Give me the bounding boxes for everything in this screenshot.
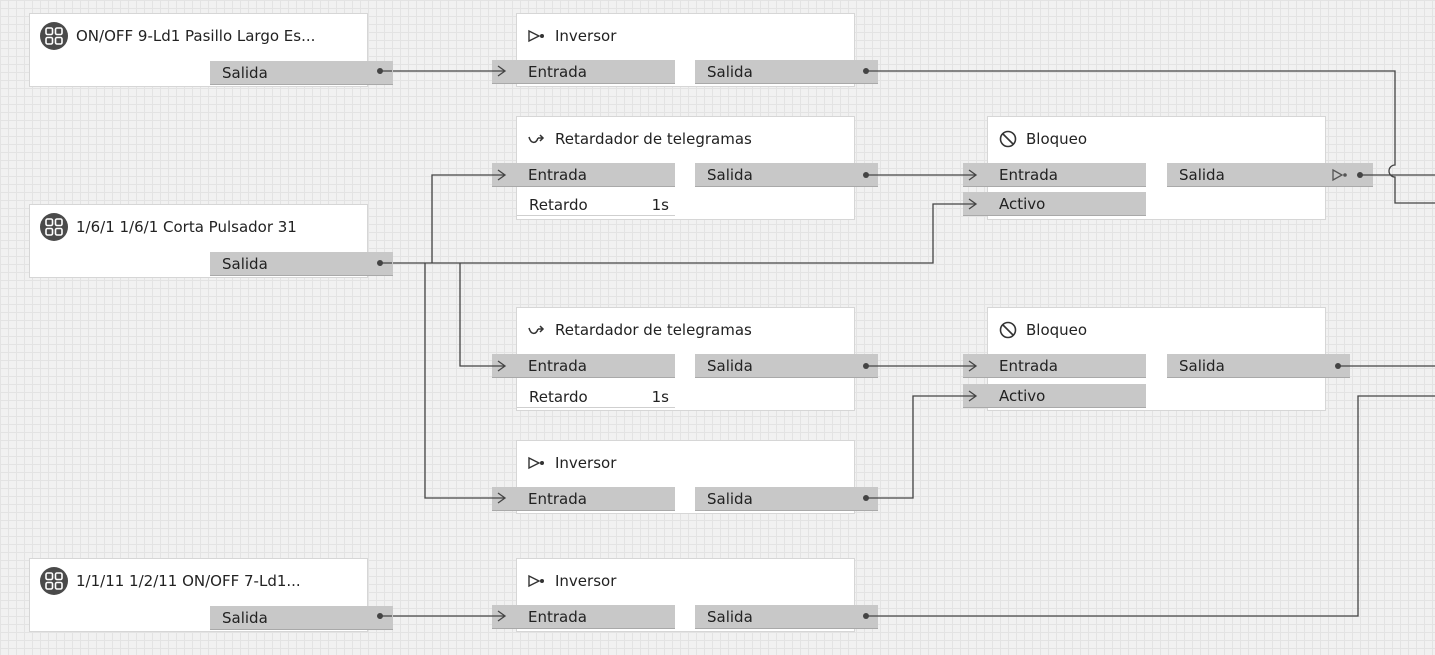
delay-param[interactable]: Retardo 1s: [517, 386, 675, 408]
wire-dev2-delay2: [459, 263, 505, 367]
wire-inv2-block2-enable: [866, 395, 978, 499]
output-port[interactable]: Salida: [210, 61, 393, 85]
node-title: Bloqueo: [1026, 321, 1088, 339]
delay-icon: [527, 129, 547, 149]
input-port[interactable]: Entrada: [492, 354, 675, 378]
node-title: Inversor: [555, 572, 617, 590]
output-port[interactable]: Salida: [695, 605, 878, 629]
output-port[interactable]: Salida: [210, 606, 393, 630]
delay-value: 1s: [651, 387, 669, 406]
enable-port[interactable]: Activo: [963, 192, 1146, 216]
enable-port[interactable]: Activo: [963, 384, 1146, 408]
output-port[interactable]: Salida: [695, 163, 878, 187]
device-group-icon: [40, 22, 68, 50]
device-node-3[interactable]: 1/1/11 1/2/11 ON/OFF 7-Ld1... Salida: [29, 558, 393, 632]
node-title: Retardador de telegramas: [555, 321, 752, 339]
device-node-1[interactable]: ON/OFF 9-Ld1 Pasillo Largo Es... Salida: [29, 13, 393, 87]
wire-dev2-delay1: [431, 174, 505, 263]
output-port[interactable]: Salida: [210, 252, 393, 276]
delay-param[interactable]: Retardo 1s: [517, 194, 675, 216]
output-port[interactable]: Salida: [695, 487, 878, 511]
input-port[interactable]: Entrada: [963, 354, 1146, 378]
block-icon: [998, 320, 1018, 340]
wire-inv3-out: [866, 395, 1435, 617]
wire-inv1-out: [866, 70, 1435, 204]
node-title: Retardador de telegramas: [555, 130, 752, 148]
wire-dev2-inv2: [424, 263, 505, 499]
inverter-icon: [527, 571, 547, 591]
device-title: 1/6/1 1/6/1 Corta Pulsador 31: [76, 218, 297, 236]
block-icon: [998, 129, 1018, 149]
delay-value: 1s: [651, 195, 669, 214]
wire-dev2-block1-enable: [460, 203, 978, 264]
output-port[interactable]: Salida: [695, 354, 878, 378]
input-port[interactable]: Entrada: [492, 487, 675, 511]
inverted-output-icon: [1331, 168, 1351, 186]
output-port[interactable]: Salida: [695, 60, 878, 84]
device-title: ON/OFF 9-Ld1 Pasillo Largo Es...: [76, 27, 316, 45]
input-port[interactable]: Entrada: [492, 163, 675, 187]
input-port[interactable]: Entrada: [963, 163, 1146, 187]
inverter-icon: [527, 453, 547, 473]
device-group-icon: [40, 213, 68, 241]
node-title: Inversor: [555, 27, 617, 45]
device-node-2[interactable]: 1/6/1 1/6/1 Corta Pulsador 31 Salida: [29, 204, 393, 278]
device-group-icon: [40, 567, 68, 595]
node-title: Bloqueo: [1026, 130, 1088, 148]
delay-icon: [527, 320, 547, 340]
device-title: 1/1/11 1/2/11 ON/OFF 7-Ld1...: [76, 572, 301, 590]
output-port[interactable]: Salida: [1167, 163, 1373, 187]
inverter-node-3[interactable]: Inversor: [516, 558, 855, 632]
input-port[interactable]: Entrada: [492, 60, 675, 84]
inverter-icon: [527, 26, 547, 46]
output-port[interactable]: Salida: [1167, 354, 1350, 378]
node-title: Inversor: [555, 454, 617, 472]
input-port[interactable]: Entrada: [492, 605, 675, 629]
